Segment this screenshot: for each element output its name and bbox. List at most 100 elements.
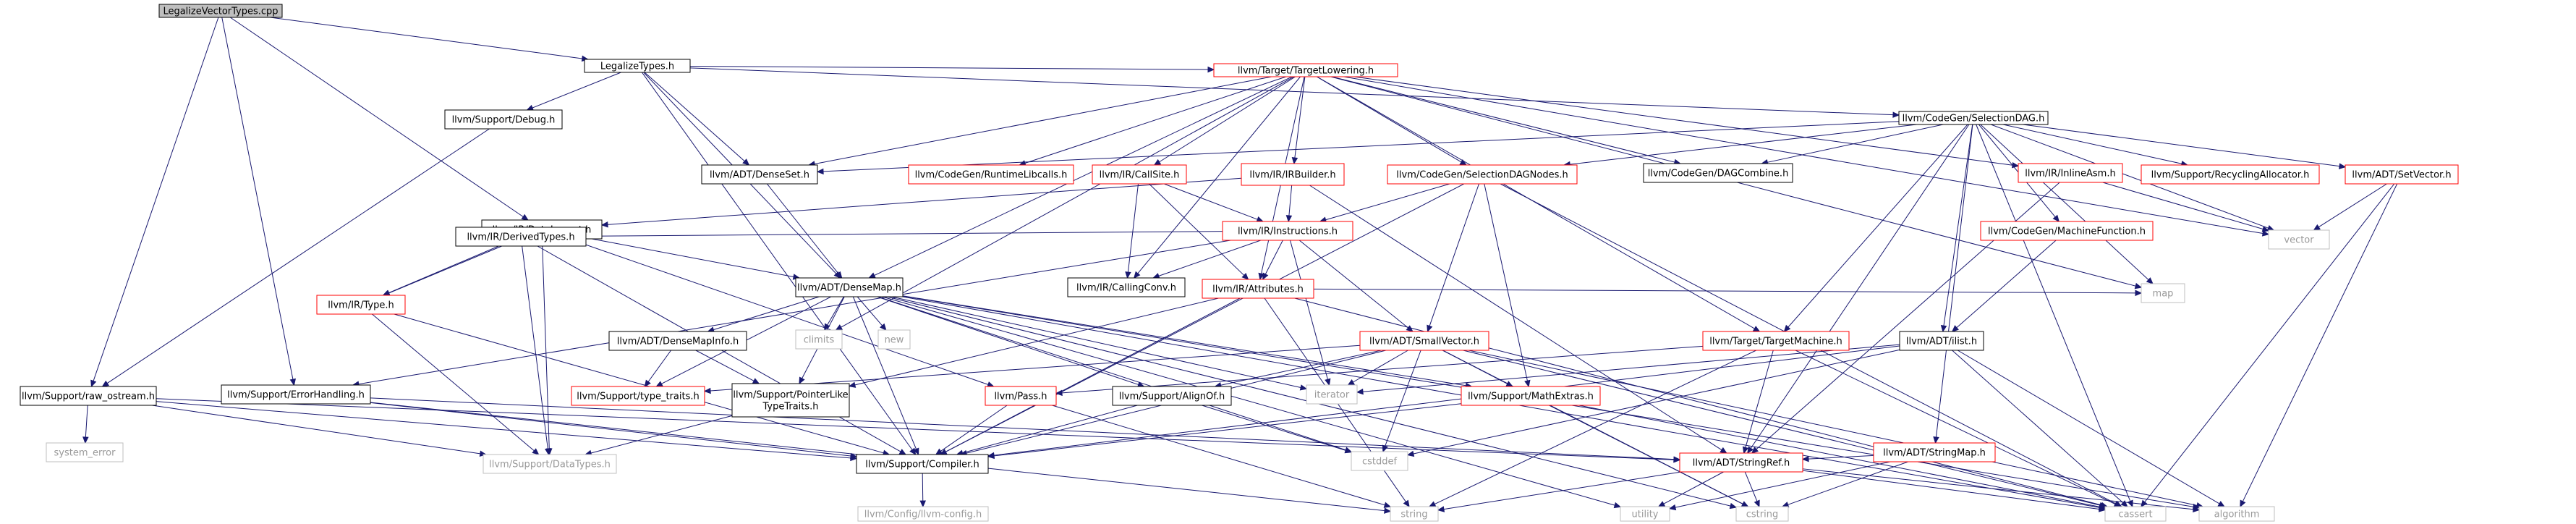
node-datatypes[interactable]: llvm/Support/DataTypes.h (483, 454, 617, 474)
edge-line (689, 65, 1209, 70)
node-rtlib[interactable]: llvm/CodeGen/RuntimeLibcalls.h (908, 164, 1074, 185)
node-dagcombine[interactable]: llvm/CodeGen/DAGCombine.h (1643, 163, 1793, 183)
node-utility[interactable]: utility (1620, 506, 1670, 522)
node-stringref[interactable]: llvm/ADT/StringRef.h (1679, 452, 1803, 473)
node-machinefn[interactable]: llvm/CodeGen/MachineFunction.h (1980, 221, 2154, 241)
node-denseset[interactable]: llvm/ADT/DenseSet.h (701, 164, 818, 185)
node-label: llvm/CodeGen/RuntimeLibcalls.h (915, 170, 1068, 181)
edge-line (522, 245, 548, 449)
node-cassert[interactable]: cassert (2104, 506, 2167, 522)
node-recycling[interactable]: llvm/Support/RecyclingAllocator.h (2141, 164, 2320, 185)
node-pass[interactable]: llvm/Pass.h (985, 386, 1057, 406)
node-string[interactable]: string (1390, 506, 1439, 522)
arrowhead-icon (2261, 230, 2270, 237)
edge-targetmachine-to-string (1428, 350, 1757, 507)
edge-derivedtypes-to-irtype (382, 245, 499, 296)
arrowhead-icon (644, 379, 651, 388)
edge-line (1443, 471, 1682, 510)
arrowhead-icon (2134, 282, 2143, 290)
node-compiler[interactable]: llvm/Support/Compiler.h (856, 454, 989, 474)
node-label: llvm/Support/RecyclingAllocator.h (2151, 170, 2310, 181)
edge-line (1957, 350, 2220, 504)
edge-line (695, 350, 754, 381)
node-mathextras[interactable]: llvm/Support/MathExtras.h (1461, 386, 1601, 406)
node-box (2198, 506, 2275, 522)
edge-line (1325, 183, 1450, 221)
node-instructions[interactable]: llvm/IR/Instructions.h (1222, 221, 1353, 241)
node-root[interactable]: LegalizeVectorTypes.cpp (158, 4, 283, 18)
edge-tl-to-denseset (807, 76, 1272, 167)
arrowhead-icon (1752, 326, 1761, 332)
node-ilist[interactable]: llvm/ADT/ilist.h (1899, 331, 1984, 351)
node-densemapinfo[interactable]: llvm/ADT/DenseMapInfo.h (608, 331, 747, 351)
arrowhead-icon (1459, 159, 1468, 166)
node-vector[interactable]: vector (2268, 229, 2330, 250)
node-cstddef[interactable]: cstddef (1351, 451, 1408, 471)
node-attributes[interactable]: llvm/IR/Attributes.h (1202, 279, 1314, 299)
node-debug[interactable]: llvm/Support/Debug.h (444, 109, 563, 130)
node-label: iterator (1314, 390, 1350, 401)
node-setvector[interactable]: llvm/ADT/SetVector.h (2345, 164, 2459, 185)
node-label: llvm/IR/IRBuilder.h (1249, 170, 1335, 181)
edge-datalayout-to-pass (569, 238, 995, 388)
node-lt[interactable]: LegalizeTypes.h (584, 59, 691, 73)
edge-line (1298, 240, 1408, 329)
node-callingconv[interactable]: llvm/IR/CallingConv.h (1067, 277, 1186, 297)
edge-densemap-to-climits (823, 296, 844, 331)
node-sdag[interactable]: llvm/CodeGen/SelectionDAG.h (1898, 111, 2049, 125)
node-label: llvm/Support/AlignOf.h (1119, 392, 1225, 402)
edge-line (1663, 471, 1724, 504)
arrowhead-icon (1125, 271, 1131, 279)
arrowhead-icon (1437, 506, 1445, 512)
edge-line (1163, 183, 1258, 220)
edge-line (358, 240, 1231, 385)
node-irbuilder[interactable]: llvm/IR/IRBuilder.h (1241, 163, 1345, 186)
node-derivedtypes[interactable]: llvm/IR/DerivedTypes.h (455, 227, 587, 247)
edge-line (1463, 350, 2101, 506)
edge-targetmachine-to-pass (1055, 345, 1704, 397)
node-irtype[interactable]: llvm/IR/Type.h (316, 295, 406, 315)
node-densemap[interactable]: llvm/ADT/DenseMap.h (795, 277, 904, 297)
node-label: llvm/ADT/DenseMapInfo.h (617, 337, 739, 347)
edge-line (1434, 350, 1757, 505)
node-iterator[interactable]: iterator (1306, 384, 1358, 405)
arrowhead-icon (919, 500, 926, 508)
node-errorhandling[interactable]: llvm/Support/ErrorHandling.h (221, 384, 371, 405)
node-smallvector[interactable]: llvm/ADT/SmallVector.h (1359, 331, 1489, 351)
node-algorithm[interactable]: algorithm (2198, 506, 2275, 522)
edge-line (1353, 76, 2013, 166)
edge-line (1980, 124, 2149, 280)
edge-line (1788, 461, 1908, 505)
arrowhead-icon (1406, 450, 1415, 457)
arrowhead-icon (90, 379, 97, 388)
node-box (1351, 451, 1408, 471)
node-targetmachine[interactable]: llvm/Target/TargetMachine.h (1702, 331, 1850, 351)
node-box (158, 4, 283, 18)
node-stringmap[interactable]: llvm/ADT/StringMap.h (1873, 442, 1996, 462)
edge-irbuilder-to-datalayout (600, 177, 1242, 228)
node-box (877, 329, 911, 350)
node-rawostream[interactable]: llvm/Support/raw_ostream.h (20, 386, 157, 406)
edge-line (1744, 471, 1758, 502)
arrowhead-icon (1344, 447, 1353, 454)
node-typetraits[interactable]: llvm/Support/type_traits.h (571, 386, 705, 406)
node-tl[interactable]: llvm/Target/TargetLowering.h (1213, 63, 1398, 77)
node-label: llvm/ADT/SetVector.h (2352, 170, 2451, 181)
edge-line (1976, 124, 2131, 502)
node-map[interactable]: map (2141, 283, 2185, 303)
node-sdnodes[interactable]: llvm/CodeGen/SelectionDAGNodes.h (1387, 164, 1578, 185)
node-climits[interactable]: climits (795, 329, 843, 350)
node-systemerror[interactable]: system_error (46, 442, 124, 462)
edge-line (1750, 124, 1970, 449)
node-alignof[interactable]: llvm/Support/AlignOf.h (1112, 386, 1232, 406)
node-llvmconfig[interactable]: llvm/Config/llvm-config.h (857, 506, 989, 522)
node-label: cstring (1746, 510, 1778, 520)
node-inlineasm[interactable]: llvm/IR/InlineAsm.h (2018, 163, 2123, 183)
arrowhead-icon (850, 452, 858, 460)
node-callsite[interactable]: llvm/IR/CallSite.h (1092, 164, 1187, 185)
node-new[interactable]: new (877, 329, 911, 350)
node-cstring[interactable]: cstring (1735, 506, 1789, 522)
edge-machinefn-to-ilist (1951, 240, 2057, 332)
edge-line (922, 473, 924, 502)
